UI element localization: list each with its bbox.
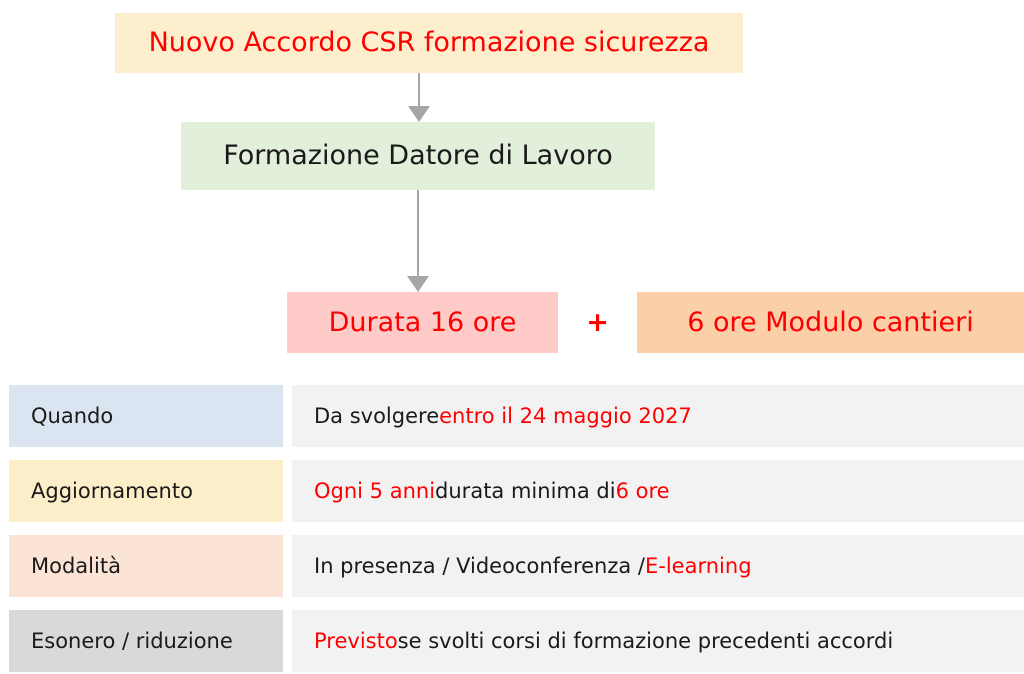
arrow-shaft: [418, 73, 420, 107]
row-value-aggiornamento: Ogni 5 anni durata minima di 6 ore: [292, 460, 1024, 522]
row-label-esonero-riduzione: Esonero / riduzione: [9, 610, 283, 672]
arrow-shaft: [417, 190, 419, 277]
duration-box: Durata 16 ore: [287, 292, 558, 353]
row-value-modalita: In presenza / Videoconferenza / E-learni…: [292, 535, 1024, 597]
title-banner: Nuovo Accordo CSR formazione sicurezza: [115, 13, 743, 73]
row-label-aggiornamento: Aggiornamento: [9, 460, 283, 522]
highlighted-text: entro il 24 maggio 2027: [439, 404, 692, 428]
row-value-quando: Da svolgere entro il 24 maggio 2027: [292, 385, 1024, 447]
plain-text: se svolti corsi di formazione precedenti…: [397, 629, 894, 653]
arrow-head: [407, 276, 429, 292]
plain-text: durata minima di: [435, 479, 616, 503]
arrow-head: [408, 106, 430, 122]
subject-box: Formazione Datore di Lavoro: [181, 122, 655, 190]
highlighted-text: Previsto: [314, 629, 398, 653]
module-box: 6 ore Modulo cantieri: [637, 292, 1024, 353]
table-row: Aggiornamento Ogni 5 anni durata minima …: [0, 460, 1024, 522]
plain-text: In presenza / Videoconferenza /: [314, 554, 645, 578]
arrow-down-icon-subject-to-duration: [407, 190, 429, 292]
table-row: Modalità In presenza / Videoconferenza /…: [0, 535, 1024, 597]
row-value-esonero-riduzione: Previsto se svolti corsi di formazione p…: [292, 610, 1024, 672]
highlighted-text: Ogni 5 anni: [314, 479, 436, 503]
highlighted-text: 6 ore: [615, 479, 670, 503]
detail-table: Quando Da svolgere entro il 24 maggio 20…: [0, 385, 1024, 672]
arrow-down-icon-title-to-subject: [408, 73, 430, 122]
highlighted-text: E-learning: [645, 554, 752, 578]
plain-text: Da svolgere: [314, 404, 440, 428]
table-row: Quando Da svolgere entro il 24 maggio 20…: [0, 385, 1024, 447]
plus-icon: +: [586, 307, 609, 338]
row-label-quando: Quando: [9, 385, 283, 447]
table-row: Esonero / riduzione Previsto se svolti c…: [0, 610, 1024, 672]
row-label-modalita: Modalità: [9, 535, 283, 597]
